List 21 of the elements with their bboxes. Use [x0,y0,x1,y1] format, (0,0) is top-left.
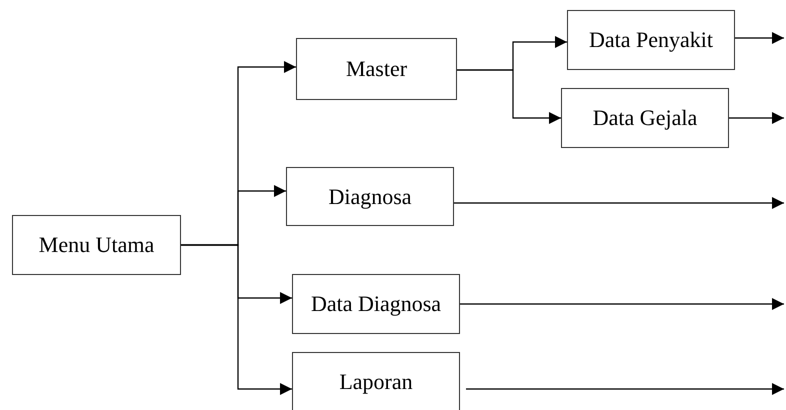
arrow [729,112,784,124]
menu-box [292,274,460,334]
box-label: Laporan [339,370,413,392]
menu-box [567,10,735,70]
box-label: Data Penyakit [588,29,714,51]
arrow [181,244,292,395]
box-label: Data Diagnosa [310,293,442,315]
menu-box [292,352,460,410]
arrow [466,383,784,395]
menu-box [12,215,181,275]
menu-box [296,38,457,100]
arrow [457,69,561,124]
box-label: Data Gejala [592,107,698,129]
arrow [454,197,784,209]
box-label: Diagnosa [328,186,412,208]
menu-box [286,167,454,226]
menu-box [561,88,729,148]
box-label: Menu Utama [38,234,154,256]
arrow [735,32,784,44]
box-label: Master [346,58,408,80]
arrow [460,298,784,310]
